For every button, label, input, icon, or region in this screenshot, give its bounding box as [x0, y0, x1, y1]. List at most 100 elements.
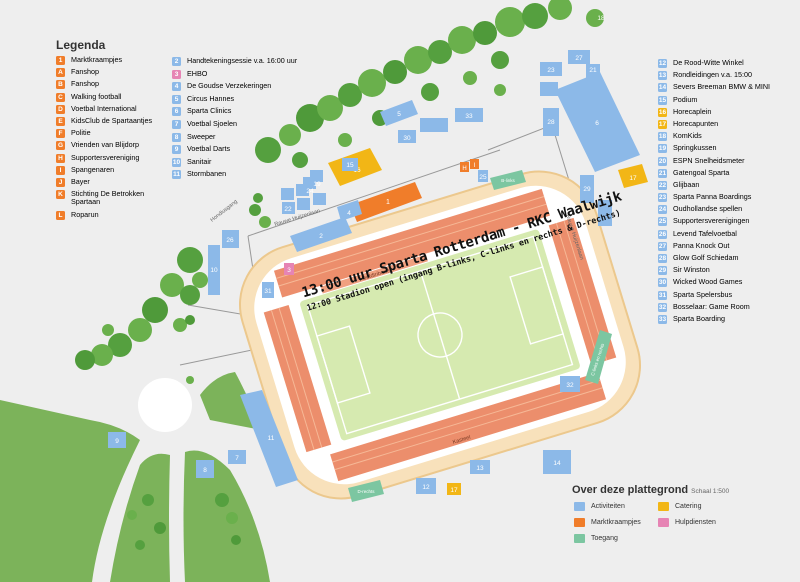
legend-label: Voetbal Darts — [187, 144, 231, 154]
legend-label: Wicked Wood Games — [673, 277, 743, 287]
svg-text:32: 32 — [566, 382, 574, 389]
legend-label: Sparta Boarding — [673, 313, 725, 323]
legend-badge: 28 — [658, 254, 667, 263]
about-key-swatch — [574, 518, 585, 527]
about-key-label: Marktkraampjes — [591, 519, 641, 526]
activity-blocks — [108, 50, 640, 494]
legend-label: Roparun — [71, 210, 99, 220]
legend-label: Voetbal International — [71, 103, 137, 113]
market-stall-hi: H I — [460, 159, 479, 172]
market-stall-1: 1 — [350, 182, 422, 222]
legend-label: Sparta Clinics — [187, 106, 232, 116]
about-key-item: Activiteiten — [574, 502, 625, 511]
legend-item: D Voetbal International — [56, 103, 152, 117]
trees — [75, 0, 604, 550]
legend-badge: 13 — [658, 71, 667, 81]
legend-label: Vrienden van Blijdorp — [71, 140, 140, 150]
svg-text:24: 24 — [306, 188, 314, 195]
legend-label: Springkussen — [673, 143, 717, 153]
activity-numbers: 2 4 5 6 7 8 9 10 11 12 13 14 15 18 19 21… — [115, 15, 605, 491]
about-key-swatch — [658, 518, 669, 527]
legend-badge: F — [56, 129, 65, 139]
svg-text:28: 28 — [547, 119, 555, 126]
svg-text:2: 2 — [319, 233, 323, 240]
svg-text:D-rechts: D-rechts — [357, 489, 375, 494]
svg-text:30: 30 — [403, 135, 411, 142]
legend-badge: 20 — [658, 156, 667, 166]
legend-badge: 19 — [658, 144, 667, 154]
svg-text:11: 11 — [268, 435, 275, 442]
legend-label: Supportersverenigingen — [673, 216, 750, 226]
legend-label: Horecapunten — [673, 118, 719, 128]
aid-post: 3 — [284, 263, 294, 275]
legend-label: Spangenaren — [71, 164, 115, 174]
svg-text:5: 5 — [397, 111, 401, 118]
legend-label: EHBO — [187, 68, 208, 78]
legend-label: Gatengoal Sparta — [673, 167, 730, 177]
svg-text:H: H — [462, 166, 466, 172]
street-rauwe-top: Rauwe Huijzenlaan — [274, 208, 321, 228]
legend-badge: 32 — [658, 302, 667, 312]
legend-badge: 4 — [172, 82, 181, 92]
legend-badge: 27 — [658, 241, 667, 251]
legend-badge: D — [56, 104, 65, 114]
svg-text:18: 18 — [597, 15, 605, 22]
svg-text:21: 21 — [589, 67, 597, 74]
about-key-label: Hulpdiensten — [675, 519, 716, 526]
svg-text:12: 12 — [422, 484, 430, 491]
svg-text:33: 33 — [465, 113, 473, 120]
legend-badge: 29 — [658, 266, 667, 276]
legend-badge: J — [56, 177, 65, 187]
svg-text:17: 17 — [629, 175, 637, 182]
svg-text:27: 27 — [575, 55, 583, 62]
svg-text:31: 31 — [264, 288, 272, 295]
legend-badge: I — [56, 165, 65, 175]
about-key-item: Hulpdiensten — [658, 518, 716, 527]
legend-badge: 26 — [658, 229, 667, 239]
svg-text:6: 6 — [595, 120, 599, 127]
about-key-item: Catering — [658, 502, 701, 511]
street-hondiusgang: Hondiusgang — [210, 199, 239, 224]
legend-item: 3 EHBO — [172, 68, 297, 83]
about-key-swatch — [574, 502, 585, 511]
svg-text:14: 14 — [553, 460, 561, 467]
legend-label: Bayer — [71, 176, 90, 186]
legend-badge: 18 — [658, 132, 667, 142]
legend-label: Oudhollandse spellen — [673, 204, 743, 214]
legend-badge: 3 — [172, 69, 181, 79]
svg-text:8: 8 — [203, 467, 207, 474]
svg-text:17: 17 — [450, 487, 458, 494]
about-key-item: Toegang — [574, 534, 618, 543]
legend-label: Horecaplein — [673, 106, 712, 116]
legend-badge: K — [56, 190, 65, 200]
legend-label: Sparta Panna Boardings — [673, 192, 752, 202]
legend-badge: 17 — [658, 119, 667, 129]
svg-text:19: 19 — [313, 181, 321, 188]
svg-text:7: 7 — [235, 455, 239, 462]
legend-badge: 11 — [172, 170, 181, 180]
